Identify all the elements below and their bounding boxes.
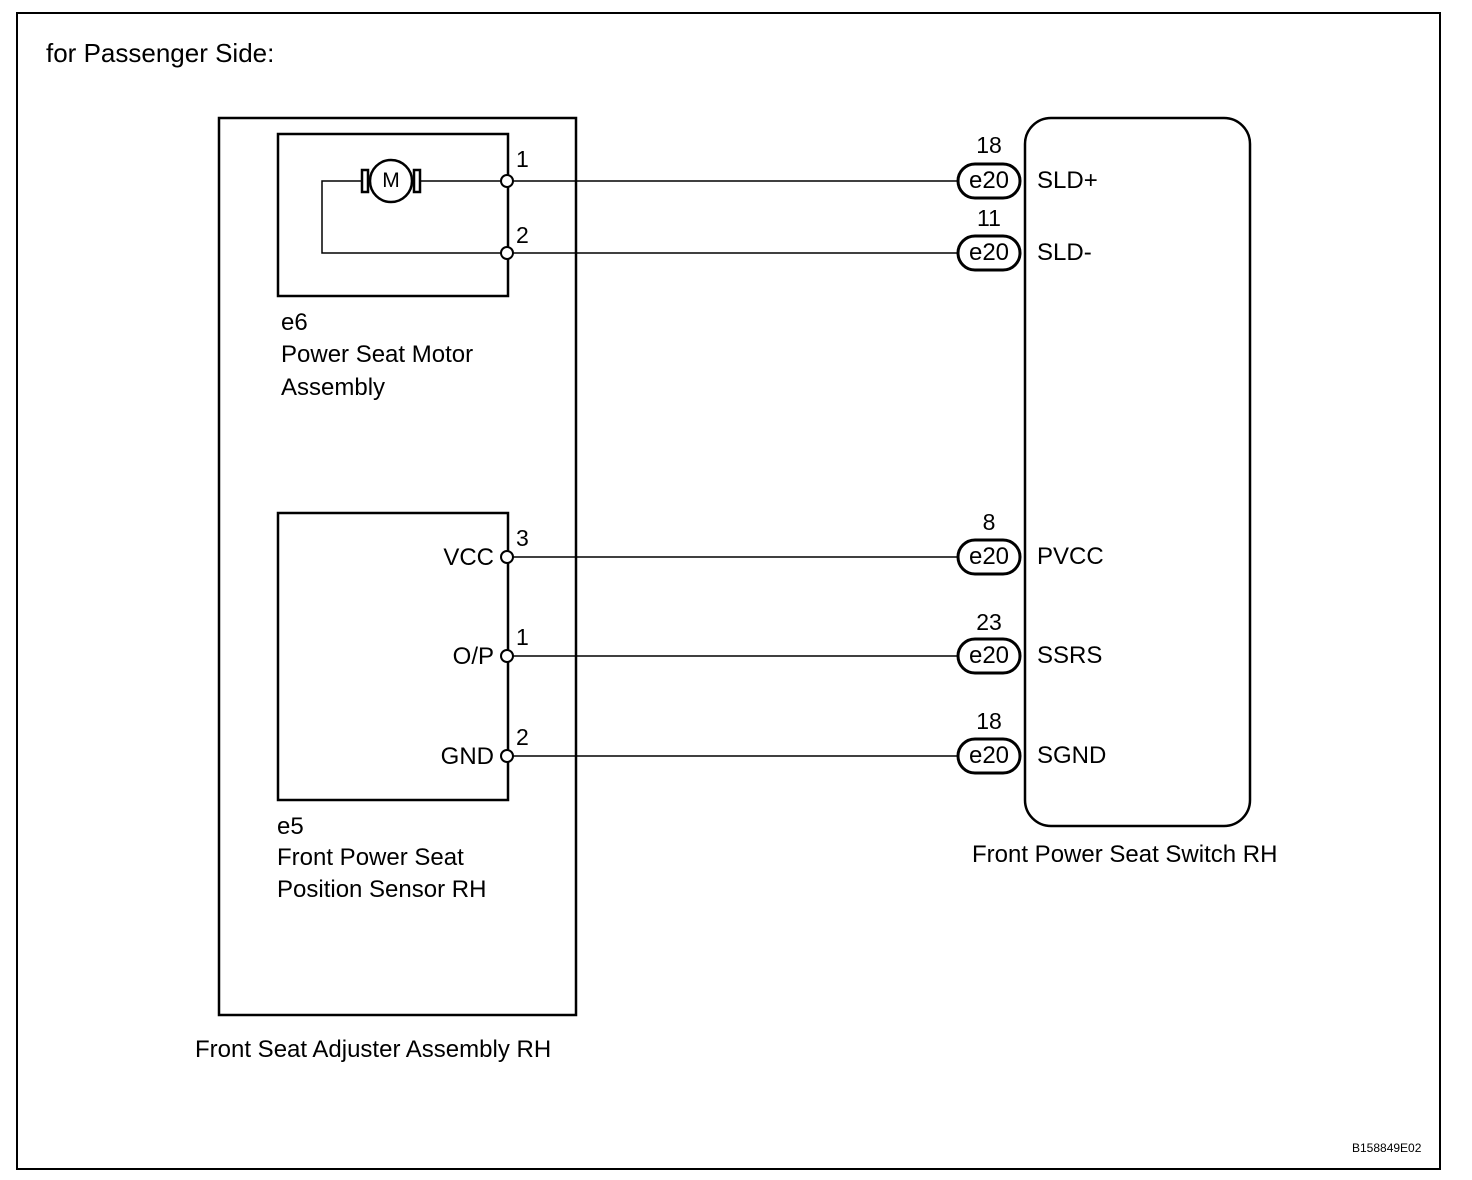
terminal-circle	[500, 246, 514, 260]
connector-pill	[956, 737, 1022, 775]
terminal-circle	[500, 749, 514, 763]
switch-pin-number: 18	[976, 708, 1002, 734]
sensor-pin-op: 1	[516, 624, 529, 650]
motor-pin-2: 2	[516, 222, 529, 248]
sensor-pin-vcc: 3	[516, 525, 529, 551]
diagram-title: for Passenger Side:	[46, 38, 275, 68]
connector-code: e20	[968, 239, 1010, 266]
motor-name-line2: Assembly	[281, 374, 386, 401]
switch-terminal-sgnd: SGND	[1037, 742, 1107, 769]
terminal-circle	[500, 550, 514, 564]
connector-code: e20	[968, 642, 1010, 669]
switch-pin-number: 18	[976, 132, 1002, 158]
sensor-name-line2: Position Sensor RH	[277, 876, 487, 903]
connector-pill	[956, 538, 1022, 576]
motor-code: e6	[281, 309, 308, 336]
sensor-name-line1: Front Power Seat	[277, 844, 464, 871]
switch-terminal-pvcc: PVCC	[1037, 543, 1104, 570]
figure-code: B158849E02	[1352, 1141, 1422, 1155]
terminal-circle	[500, 649, 514, 663]
sensor-terminal-vcc: VCC	[443, 544, 494, 571]
motor-symbol-label: M	[382, 169, 400, 192]
outer-border	[16, 12, 1441, 1170]
switch-box	[1023, 116, 1252, 828]
connector-pill	[956, 637, 1022, 675]
connector-code: e20	[968, 543, 1010, 570]
motor-pin-1: 1	[516, 146, 529, 172]
connector-pill	[956, 162, 1022, 200]
motor-box	[276, 132, 510, 298]
switch-terminal-ssrs: SSRS	[1037, 642, 1103, 669]
adjuster-assembly-box	[217, 116, 578, 1017]
terminal-circle	[500, 174, 514, 188]
connector-pill	[956, 234, 1022, 272]
connector-code: e20	[968, 167, 1010, 194]
switch-pin-number: 11	[977, 205, 1001, 231]
motor-name-line1: Power Seat Motor	[281, 341, 474, 368]
switch-pin-number: 23	[976, 609, 1002, 635]
switch-label: Front Power Seat Switch RH	[972, 841, 1278, 868]
connector-code: e20	[968, 742, 1010, 769]
switch-pin-number: 8	[982, 509, 996, 535]
sensor-code: e5	[277, 813, 304, 840]
sensor-pin-gnd: 2	[516, 724, 529, 750]
motor-internal-wire	[321, 180, 501, 254]
sensor-terminal-gnd: GND	[440, 743, 494, 770]
motor-icon	[360, 158, 422, 204]
adjuster-assembly-label: Front Seat Adjuster Assembly RH	[195, 1036, 552, 1063]
switch-terminal-sld-minus: SLD-	[1037, 239, 1092, 266]
switch-terminal-sld-plus: SLD+	[1037, 167, 1098, 194]
sensor-terminal-op: O/P	[452, 643, 494, 670]
